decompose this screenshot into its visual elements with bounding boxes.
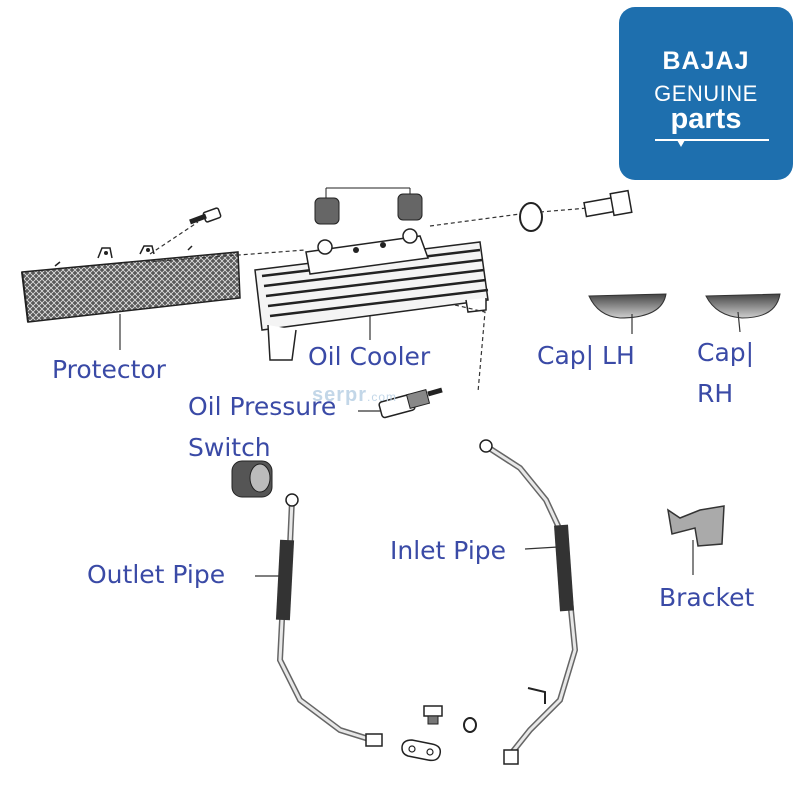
logo-brand-name: BAJAJ (662, 47, 750, 75)
label-oil-pressure-switch-line2: Switch (188, 433, 271, 462)
protector-part (21, 245, 241, 323)
protector-screw (189, 207, 222, 225)
logo-parts-text: parts (670, 103, 742, 135)
o-ring-and-bolt (519, 189, 633, 232)
label-outlet-pipe: Outlet Pipe (87, 560, 226, 589)
pipe-fittings (401, 705, 477, 762)
cap-lh-part (588, 293, 667, 319)
inlet-pipe-part (479, 439, 579, 765)
oil-cooler-part (254, 228, 489, 361)
watermark-suffix: .com (367, 390, 398, 404)
label-inlet-pipe: Inlet Pipe (390, 536, 507, 565)
logo-underline (655, 139, 769, 141)
label-bracket: Bracket (659, 583, 755, 612)
outlet-pipe-part (275, 493, 383, 747)
label-oil-cooler: Oil Cooler (308, 342, 431, 371)
bracket-part (666, 505, 725, 547)
label-protector: Protector (52, 355, 166, 384)
leader-lines (119, 311, 741, 577)
label-cap-rh-line2: RH (697, 379, 734, 408)
watermark: serpr.com (312, 384, 397, 407)
oil-pressure-switch-part (378, 387, 443, 419)
assembly-lines (145, 207, 589, 393)
logo-genuine-text: GENUINE (654, 81, 758, 106)
label-oil-pressure-switch-line1: Oil Pressure (188, 392, 337, 421)
logo-arrow-icon (677, 140, 685, 147)
rubber-mounts (314, 187, 423, 225)
watermark-text: serpr (312, 384, 368, 406)
label-cap-rh-line1: Cap| (697, 338, 755, 367)
grommet-part (231, 460, 273, 498)
label-cap-lh: Cap| LH (537, 341, 635, 370)
cap-rh-part (705, 293, 781, 319)
bajaj-genuine-parts-logo: BAJAJ GENUINE parts (619, 7, 793, 180)
